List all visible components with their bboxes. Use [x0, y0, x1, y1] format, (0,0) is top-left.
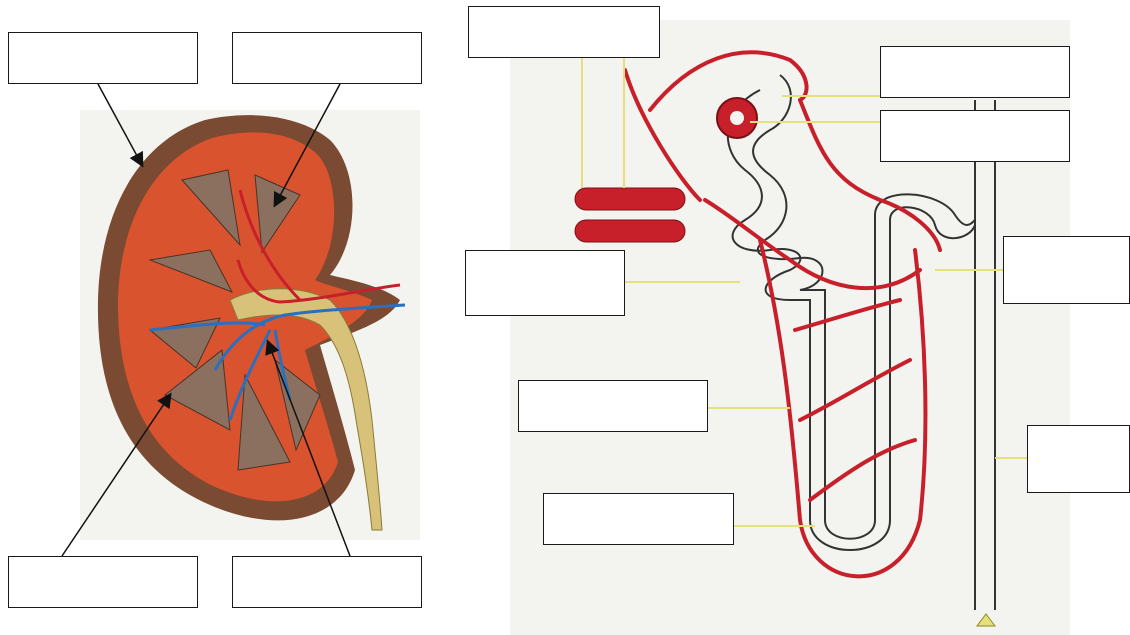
label-box-nephron-right-upper[interactable]: [1003, 236, 1130, 304]
label-box-nephron-bowmans[interactable]: [880, 46, 1070, 98]
label-box-nephron-bottom[interactable]: [543, 493, 734, 545]
label-box-kidney-bottom-left[interactable]: [8, 556, 198, 608]
label-box-kidney-top-right[interactable]: [232, 32, 422, 84]
label-box-kidney-bottom-right[interactable]: [232, 556, 422, 608]
label-box-nephron-middle[interactable]: [518, 380, 708, 432]
afferent-arteriole: [575, 188, 685, 210]
efferent-arteriole: [575, 220, 685, 242]
label-box-kidney-top-left[interactable]: [8, 32, 198, 84]
kidney-illustration: [80, 110, 420, 540]
label-box-nephron-right-lower[interactable]: [1027, 425, 1130, 493]
label-box-nephron-glomerulus[interactable]: [880, 110, 1070, 162]
label-box-nephron-left[interactable]: [465, 250, 625, 316]
label-box-nephron-top[interactable]: [468, 6, 660, 58]
